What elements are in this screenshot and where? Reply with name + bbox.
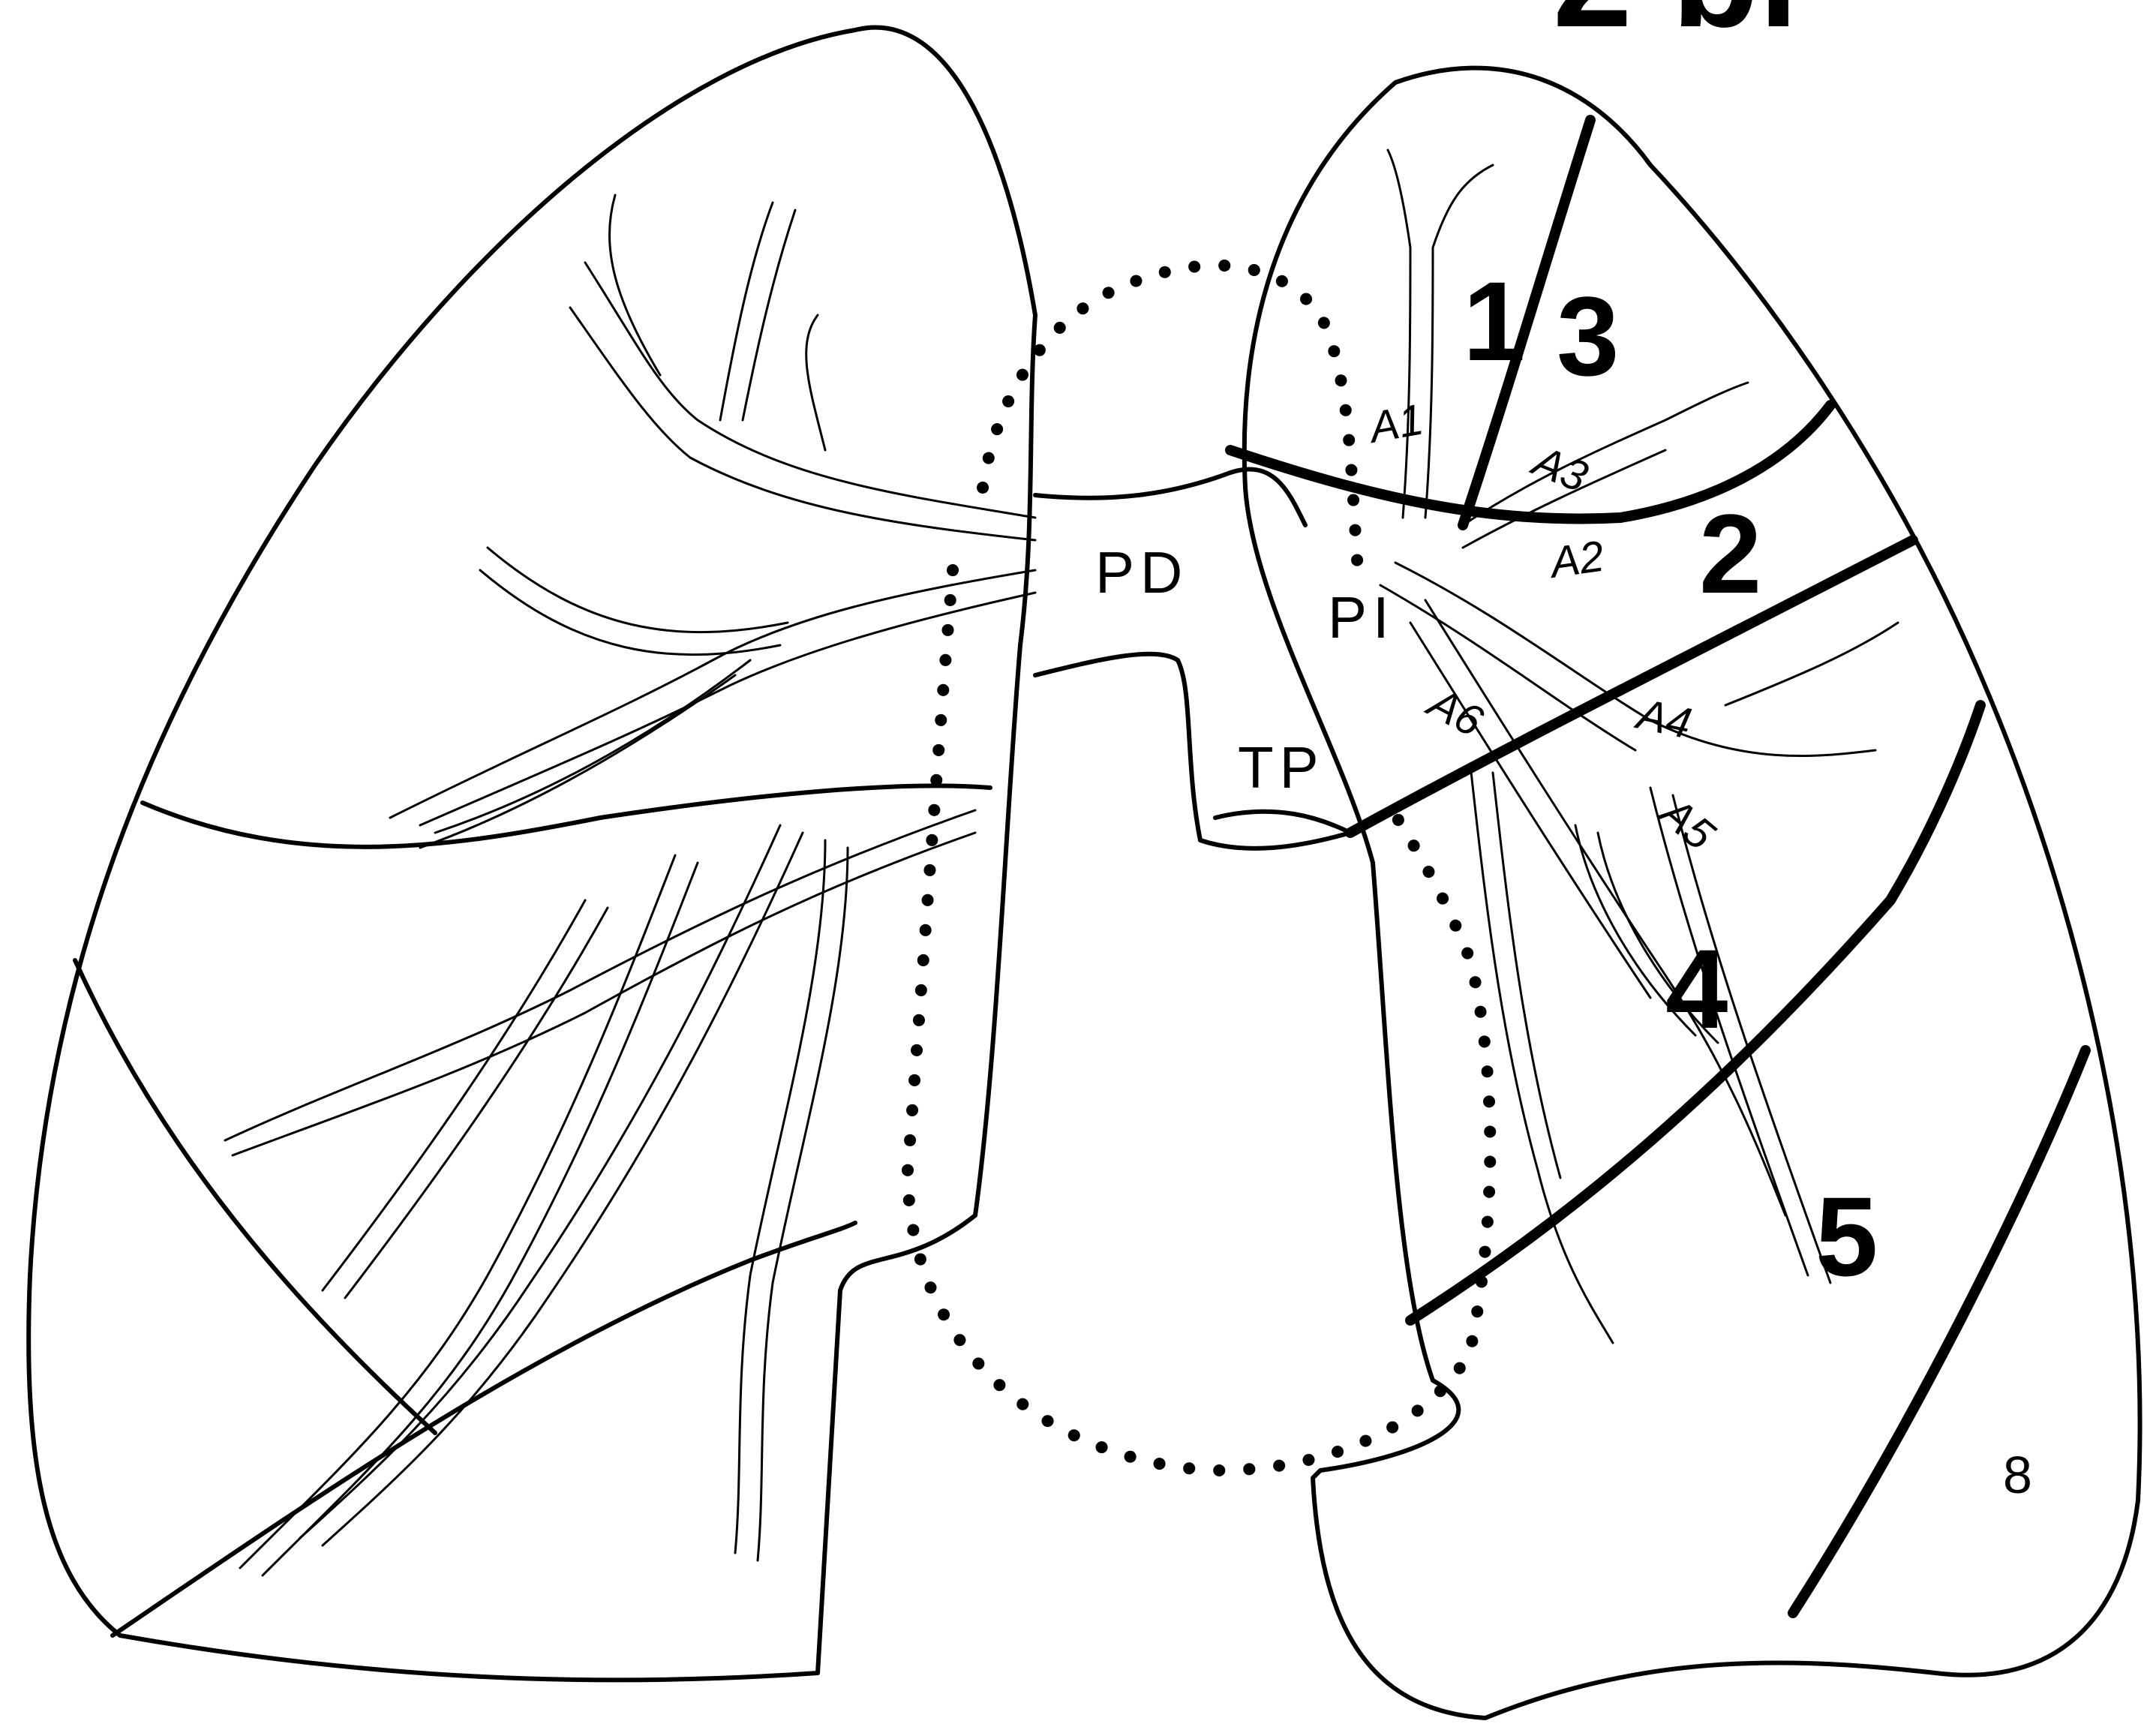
right-oblique-fissure	[75, 960, 435, 1433]
right-lung-vessels	[225, 195, 1035, 1575]
label-a5: A5	[1650, 786, 1724, 860]
label-a3: A3	[1524, 436, 1594, 502]
label-pi: PI	[1328, 584, 1395, 650]
header-label: 2 bl	[1553, 0, 1798, 57]
left-lung-vessels	[1380, 150, 1898, 1343]
label-a1: A1	[1364, 395, 1427, 452]
label-pd: PD	[1095, 539, 1188, 605]
label-tp: TP	[1238, 734, 1325, 800]
segment-2: 2	[1699, 491, 1761, 617]
right-lung-outline	[29, 28, 1035, 1680]
right-horizontal-fissure	[143, 785, 990, 846]
label-a2: A2	[1545, 532, 1607, 588]
segment-8: 8	[2003, 1446, 2032, 1504]
segment-4: 4	[1665, 926, 1728, 1052]
right-lower-fissure	[113, 1223, 855, 1635]
segment-5: 5	[1815, 1173, 1878, 1299]
segment-3: 3	[1557, 273, 1619, 399]
label-a4: A4	[1631, 689, 1695, 749]
segment-line-5-8	[1793, 1050, 2085, 1613]
segment-1: 1	[1463, 258, 1525, 384]
